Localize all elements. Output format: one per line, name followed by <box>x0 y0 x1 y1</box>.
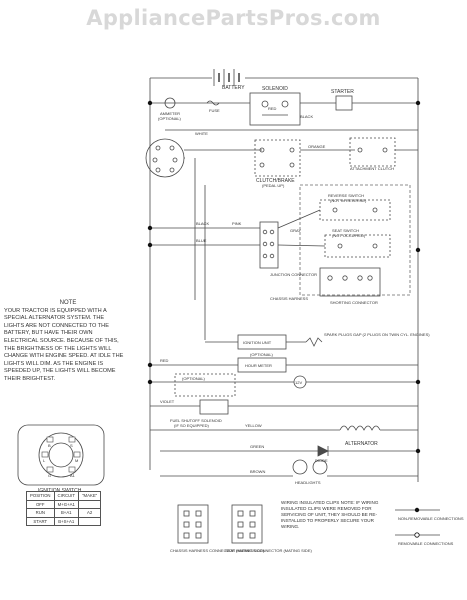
junction-dots <box>147 100 421 513</box>
wire-label: BROWN <box>250 469 265 474</box>
label-hour-meter-opt: (OPTIONAL) <box>250 352 274 357</box>
seat-switch <box>324 234 391 258</box>
table-cell <box>77 499 102 509</box>
headlight-left <box>292 459 308 475</box>
label-headlights: HEADLIGHTS <box>295 480 321 485</box>
fuse-symbol <box>206 100 220 106</box>
reverse-switch <box>319 199 391 221</box>
alternator-note: NOTE YOUR TRACTOR IS EQUIPPED WITH A SPE… <box>4 300 132 384</box>
junction-connector <box>259 221 279 269</box>
label-fuel-shutoff: FUEL SHUTOFF SOLENOID <box>170 418 222 423</box>
wire-label: ORANGE <box>308 144 326 149</box>
ignition-table: POSITION CIRCUIT "MAKE" OFF M+G+A1 RUN B… <box>26 491 102 526</box>
label-optional: (OPTIONAL) <box>182 376 206 381</box>
ignition-switch-upper <box>145 138 185 178</box>
table-cell: OFF <box>26 499 55 509</box>
label-starter: STARTER <box>331 89 354 95</box>
table-cell: RUN <box>26 508 55 518</box>
label-attachment-clutch: ATTACHMENT CLUTCH <box>350 166 394 171</box>
watermark: AppliancePartsPros.com <box>86 6 381 30</box>
terminal-label: G <box>48 473 51 478</box>
attachment-clutch-switch <box>349 137 396 167</box>
table-cell: A2 <box>77 508 102 518</box>
wire-label: YELLOW <box>245 423 262 428</box>
optional-box <box>174 373 236 397</box>
wire-label: VIOLET <box>160 399 175 404</box>
label-power-outlet: 12V <box>295 380 302 385</box>
table-header: POSITION <box>26 491 55 501</box>
starter-motor <box>335 95 353 111</box>
table-header: "MAKE" <box>77 491 102 501</box>
wire-label: RED <box>268 106 277 111</box>
table-cell: START <box>26 516 55 526</box>
table-cell: M+G+A1 <box>53 499 79 509</box>
terminal-label: A1 <box>70 473 76 478</box>
label-spark-plug-gap: SPARK PLUGS GAP (2 PLUGS ON TWIN CYL. EN… <box>324 332 430 337</box>
label-chassis-connector: CHASSIS HARNESS CONNECTOR (MATING SIDE) <box>170 548 265 553</box>
ammeter-symbol <box>164 97 176 109</box>
label-reverse-switch-sub: (NOT IN REVERSE) <box>330 198 367 203</box>
terminal-label: M <box>75 458 78 463</box>
wire-label: GREEN <box>250 444 264 449</box>
label-reverse-switch: REVERSE SWITCH <box>328 193 364 198</box>
label-junction-connector: JUNCTION CONNECTOR <box>270 272 317 277</box>
table-header: CIRCUIT <box>53 491 79 501</box>
label-alternator: ALTERNATOR <box>345 441 378 447</box>
headlight-right <box>312 459 328 475</box>
table-row: START B+S+A1 <box>26 516 102 526</box>
label-diode: DIODE <box>315 458 328 463</box>
wire-label: RED <box>160 358 169 363</box>
label-clutch-brake: CLUTCH/BRAKE <box>256 178 295 184</box>
clutch-brake-switch <box>254 139 301 177</box>
alternator-coil <box>339 425 381 431</box>
shorting-connector <box>319 267 381 297</box>
label-seat-switch: SEAT SWITCH <box>332 228 359 233</box>
label-chassis-harness: CHASSIS HARNESS <box>270 296 308 301</box>
table-row: RUN B+A1 A2 <box>26 508 102 518</box>
ignition-switch-body <box>17 424 105 486</box>
note-body: YOUR TRACTOR IS EQUIPPED WITH A SPECIAL … <box>4 307 124 382</box>
solenoid-box <box>249 92 301 126</box>
label-ammeter: AMMETER <box>160 111 180 116</box>
table-cell: B+A1 <box>53 508 79 518</box>
label-ammeter-opt: (OPTIONAL) <box>158 116 182 121</box>
label-seat-switch-sub: (NOT OCCUPIED) <box>332 233 366 238</box>
table-cell <box>77 516 102 526</box>
table-row: OFF M+G+A1 <box>26 499 102 509</box>
wire-label: PINK <box>232 221 242 226</box>
note-heading: NOTE <box>59 300 77 306</box>
label-solenoid: SOLENOID <box>262 86 288 92</box>
label-ignition-unit: IGNITION UNIT <box>243 340 272 345</box>
label-hour-meter: HOUR METER <box>245 363 272 368</box>
wire-label: BLUE <box>196 238 207 243</box>
table-cell: B+S+A1 <box>53 516 79 526</box>
label-nonremovable: NON-REMOVABLE CONNECTIONS <box>398 516 464 521</box>
terminal-label: S <box>70 443 73 448</box>
label-fuel-shutoff-sub: (IF SO EQUIPPED) <box>174 423 210 428</box>
label-clutch-brake-sub: (PEDAL UP) <box>262 183 285 188</box>
battery-symbol <box>213 69 240 86</box>
label-removable: REMOVABLE CONNECTIONS <box>398 541 454 546</box>
label-fuse: FUSE <box>209 108 220 113</box>
wire-label: BLACK <box>196 221 209 226</box>
seat-connector <box>231 504 263 544</box>
terminal-label: B <box>48 443 51 448</box>
fuel-shutoff-solenoid <box>199 399 229 415</box>
chassis-connector <box>177 504 209 544</box>
label-battery: BATTERY <box>222 85 245 91</box>
diode-symbol <box>317 445 329 457</box>
label-shorting-connector: SHORTING CONNECTOR <box>330 300 378 305</box>
terminal-label: L <box>43 458 46 463</box>
wire-label: WHITE <box>195 131 208 136</box>
wiring-clips-note: WIRING INSULATED CLIPS NOTE: IF WIRING I… <box>281 500 379 529</box>
wire-label: BLACK <box>300 114 313 119</box>
wire-label: GRAY <box>290 228 301 233</box>
label-seat-connector: SEAT HARNESS CONNECTOR (MATING SIDE) <box>225 548 312 553</box>
label-ignition-switch: IGNITION SWITCH <box>38 488 82 494</box>
pto-region <box>299 184 411 296</box>
